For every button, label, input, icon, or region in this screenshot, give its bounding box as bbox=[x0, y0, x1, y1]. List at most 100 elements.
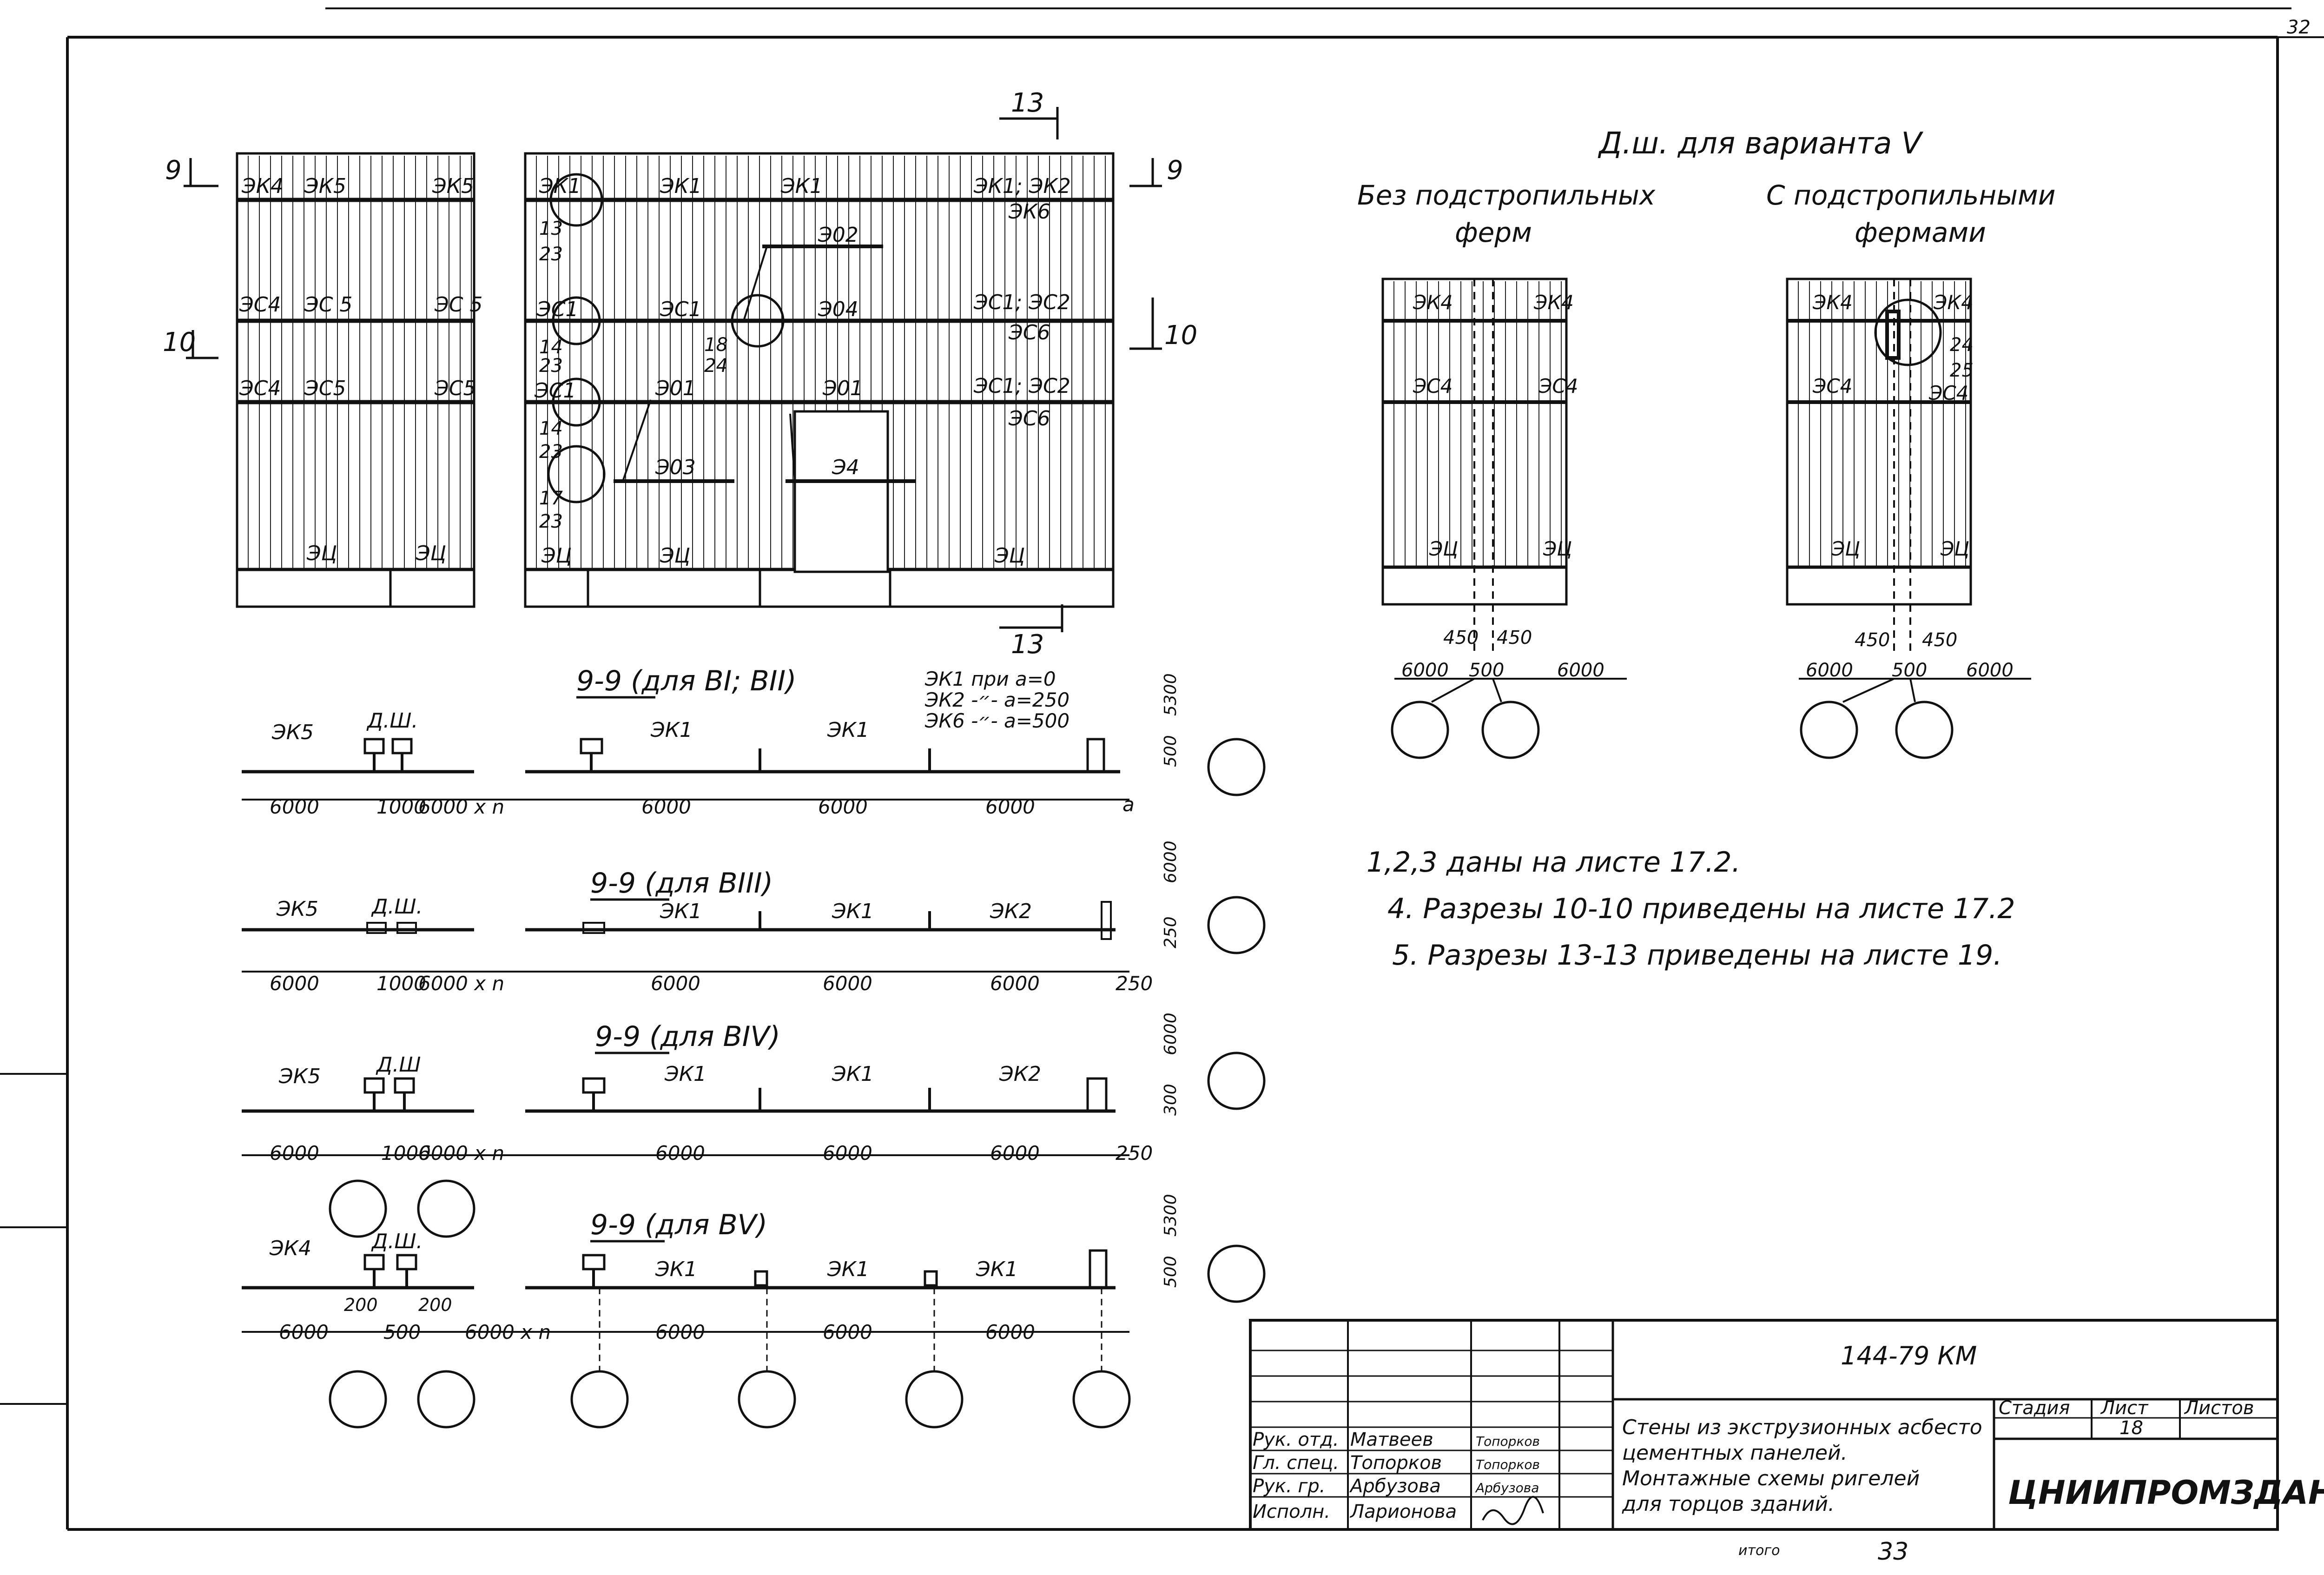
section-dim: 6000 bbox=[279, 1321, 329, 1343]
panel-label: ЭК5 bbox=[432, 174, 474, 198]
section-beam: ЭК1 bbox=[832, 900, 874, 923]
section-dim: 200 bbox=[418, 1295, 452, 1315]
person-name: Матвеев bbox=[1350, 1429, 1433, 1450]
section-dim: 200 bbox=[344, 1295, 378, 1315]
detail-dim: 450 bbox=[1855, 629, 1890, 651]
detail-label: ЭК4 bbox=[1812, 291, 1853, 314]
panel-label: Э02 bbox=[818, 223, 858, 247]
note-item: 5. Разрезы 13-13 приведены на листе 19. bbox=[1392, 939, 2002, 972]
section-mark-10-left: 10 bbox=[163, 327, 218, 359]
section-left-label: ЭК5 bbox=[271, 721, 314, 744]
section-dim: 250 bbox=[1116, 972, 1153, 995]
section-dim: 6000 bbox=[270, 1142, 319, 1165]
section-side-dim: 250 bbox=[1161, 916, 1180, 948]
document-code: 144-79 КМ bbox=[1841, 1341, 1977, 1370]
elevation-left: ЭК4 ЭК5 ЭК5 ЭС4 ЭС 5 ЭС 5 ЭС4 ЭС5 ЭС5 ЭЦ… bbox=[163, 152, 482, 608]
detail-dim: 450 bbox=[1922, 629, 1957, 651]
panel-label: ЭС6 bbox=[1008, 407, 1050, 430]
sheet-number: 18 bbox=[2119, 1417, 2143, 1439]
person-name: Топорков bbox=[1350, 1452, 1442, 1474]
section-dim: 6000 bbox=[270, 972, 319, 995]
signature-scribble bbox=[1482, 1496, 1544, 1525]
note-item: 1,2,3 даны на листе 17.2. bbox=[1367, 846, 1741, 879]
detail-label: ЭЦ bbox=[1831, 537, 1860, 560]
page-number: 32 bbox=[2287, 17, 2311, 38]
detail-dim: 500 bbox=[1469, 660, 1504, 681]
section-dim: 6000 bbox=[270, 795, 319, 818]
detail-label: ЭС4 bbox=[1413, 375, 1452, 397]
detail-title: Д.ш. для варианта V bbox=[1598, 126, 1924, 161]
section-beam: ЭК1 bbox=[976, 1257, 1018, 1281]
role-label: Рук. гр. bbox=[1253, 1476, 1326, 1497]
section-ds-label: Д.Ш. bbox=[371, 1230, 423, 1253]
section-mark-13-bottom: 13 bbox=[999, 604, 1063, 660]
panel-label: ЭК6 bbox=[1008, 200, 1050, 224]
node-ref: 24 bbox=[704, 355, 728, 377]
panel-label: ЭС1 bbox=[536, 298, 578, 321]
detail-right-title: фермами bbox=[1855, 217, 1986, 248]
panel-label: ЭС1 bbox=[660, 298, 701, 321]
section-dim: 6000 bbox=[990, 972, 1040, 995]
svg-text:9: 9 bbox=[165, 155, 182, 185]
detail-label: ЭС4 bbox=[1812, 375, 1852, 397]
section-side-dim: 6000 bbox=[1161, 840, 1180, 883]
detail-dim: 6000 bbox=[1557, 660, 1604, 681]
section-left-label: ЭК5 bbox=[276, 897, 318, 921]
detail-label: ЭС4 bbox=[1538, 375, 1578, 397]
section-dim: 1000 bbox=[381, 1142, 431, 1165]
detail-label: ЭЦ bbox=[1543, 537, 1572, 560]
section-dim: 6000 bbox=[990, 1142, 1040, 1165]
section-title: 9-9 (для ВV) bbox=[590, 1209, 767, 1241]
sheet-header: Лист bbox=[2100, 1397, 2149, 1419]
role-label: Рук. отд. bbox=[1253, 1429, 1339, 1450]
panel-label: ЭК5 bbox=[304, 174, 346, 198]
section-side-dim: 500 bbox=[1161, 735, 1180, 767]
section-side-dim: 300 bbox=[1161, 1084, 1180, 1116]
node-ref: 14 bbox=[539, 337, 563, 358]
panel-label: ЭС1 bbox=[534, 379, 576, 403]
svg-text:10: 10 bbox=[163, 327, 196, 357]
section-9-9-v5: 9-9 (для ВV) ЭК4 Д.Ш. ЭК1 ЭК1 ЭК1 6000 2… bbox=[242, 1194, 1266, 1429]
section-dim: 6000 bbox=[655, 1142, 705, 1165]
node-ref: 23 bbox=[539, 355, 563, 377]
section-dim: 6000 bbox=[985, 795, 1035, 818]
node-ref: 13 bbox=[539, 218, 563, 239]
panel-label: ЭС4 bbox=[239, 293, 281, 317]
panel-label: ЭС6 bbox=[1008, 321, 1050, 344]
description-line: Монтажные схемы ригелей bbox=[1622, 1467, 1920, 1490]
panel-label: ЭС1; ЭС2 bbox=[973, 291, 1070, 314]
panel-label: ЭЦ bbox=[660, 544, 690, 568]
bottom-stamp: итого bbox=[1738, 1542, 1780, 1559]
panel-label: ЭК1; ЭК2 bbox=[973, 174, 1071, 198]
organization: ЦНИИПРОМЗДАНИЙ bbox=[2008, 1474, 2324, 1512]
section-beam: ЭК1 bbox=[827, 1257, 869, 1281]
panel-label: Э4 bbox=[832, 456, 859, 479]
section-dim: 6000 х n bbox=[418, 795, 504, 818]
section-dim: 1000 bbox=[376, 972, 426, 995]
section-beam: ЭК1 bbox=[664, 1062, 706, 1086]
section-left-label: ЭК5 bbox=[278, 1065, 321, 1088]
panel-label: Э04 bbox=[818, 298, 858, 321]
section-dim: 250 bbox=[1116, 1142, 1153, 1165]
section-side-dim: 5300 bbox=[1161, 1194, 1180, 1237]
section-dim: а bbox=[1122, 793, 1135, 816]
section-beam: ЭК1 bbox=[655, 1257, 697, 1281]
section-left-label: ЭК4 bbox=[269, 1237, 311, 1260]
panel-label: Э03 bbox=[655, 456, 696, 479]
node-ref: 14 bbox=[539, 418, 563, 439]
panel-label: ЭС5 bbox=[434, 377, 476, 400]
title-block: 144-79 КМ Стены из экструзионных асбесто… bbox=[1249, 1319, 2324, 1531]
detail-dim: 450 bbox=[1497, 627, 1532, 649]
section-dim: 6000 х n bbox=[465, 1321, 551, 1343]
detail-label: ЭЦ bbox=[1429, 537, 1458, 560]
section-dim: 6000 bbox=[651, 972, 700, 995]
section-title: 9-9 (для ВIV) bbox=[595, 1020, 780, 1053]
panel-hatching bbox=[536, 156, 1106, 569]
detail-label: ЭК4 bbox=[1413, 291, 1453, 314]
section-beam: ЭК2 bbox=[999, 1062, 1041, 1086]
panel-label: ЭС5 bbox=[304, 377, 346, 400]
detail-right-title: С подстропильными bbox=[1766, 179, 2055, 211]
section-ds-label: Д.Ш. bbox=[371, 895, 423, 919]
section-side-dim: 500 bbox=[1161, 1256, 1180, 1288]
role-label: Исполн. bbox=[1253, 1501, 1330, 1522]
